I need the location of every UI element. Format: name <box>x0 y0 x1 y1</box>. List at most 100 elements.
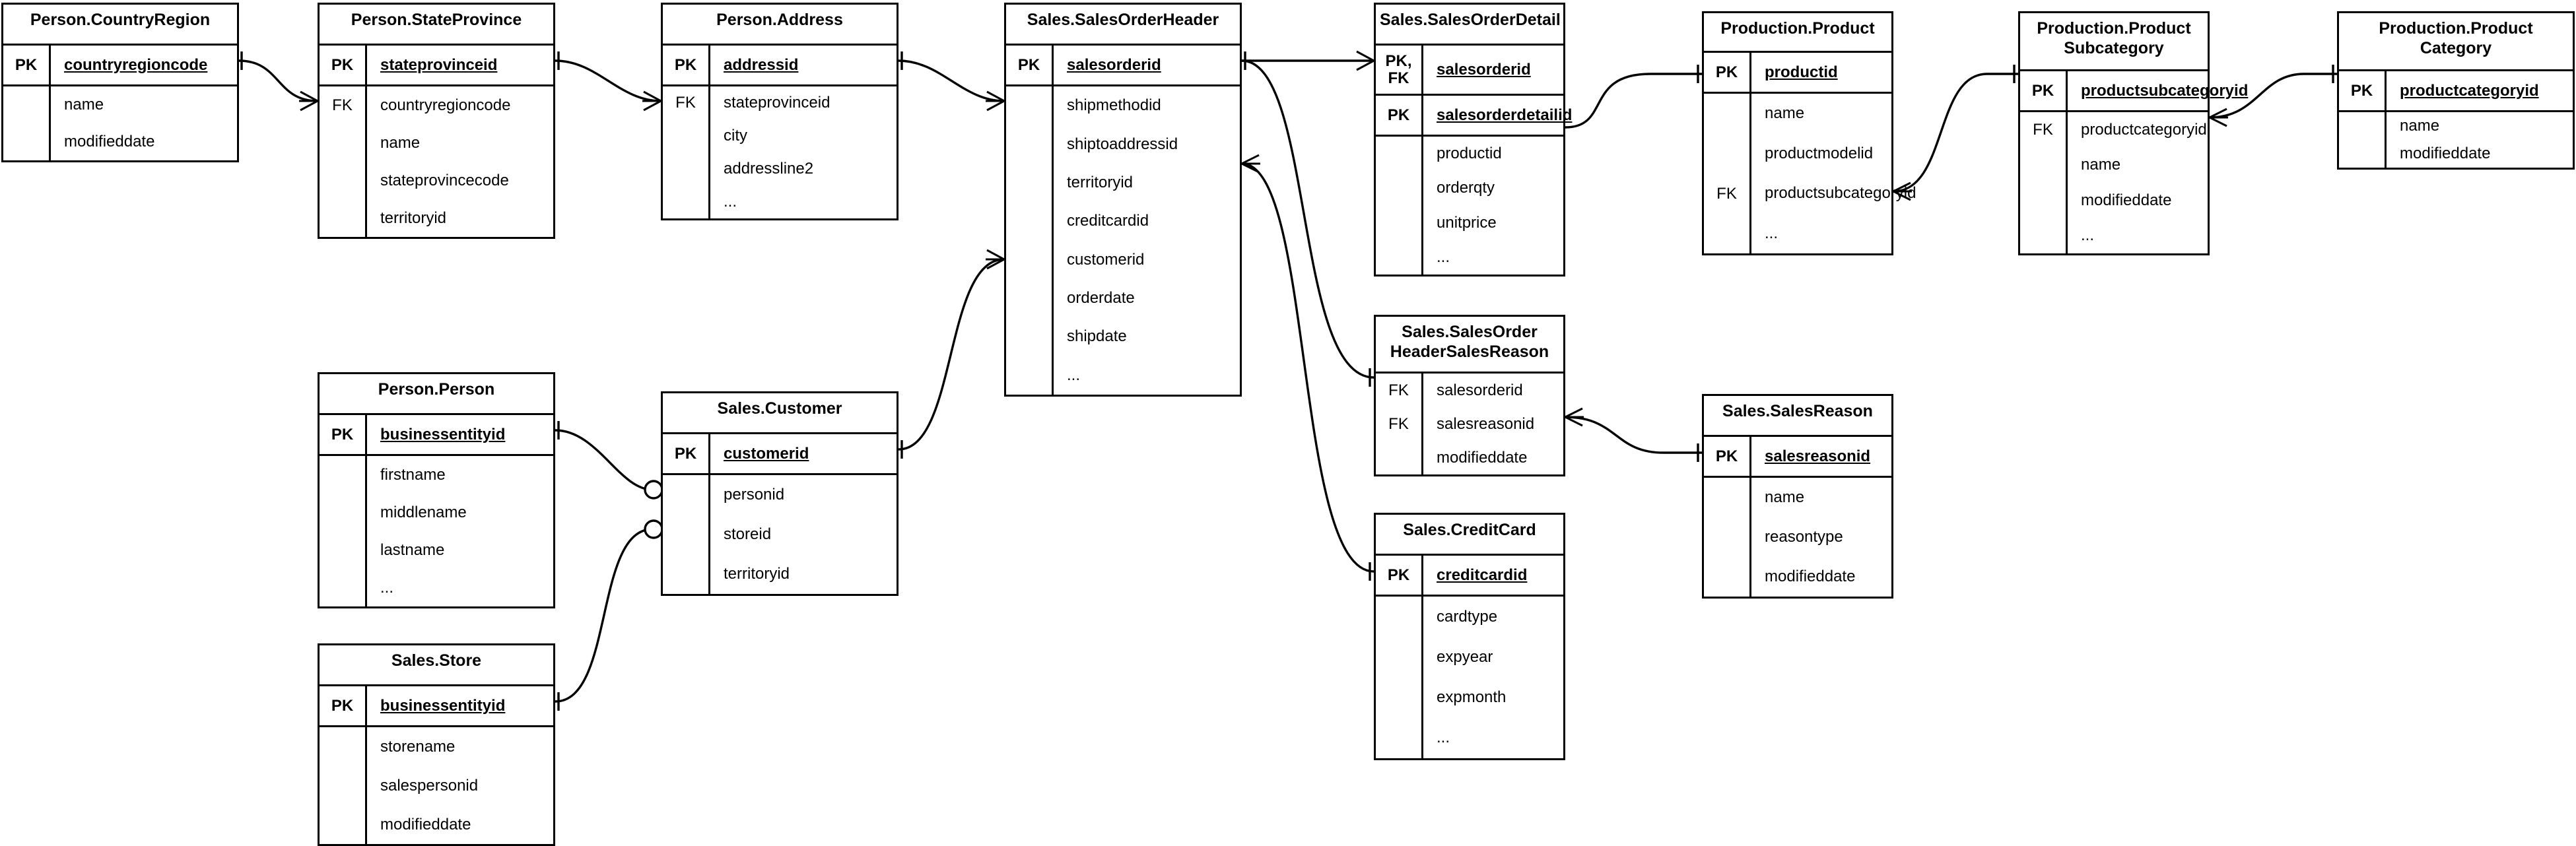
attribute-row[interactable]: productid <box>1376 137 1563 172</box>
attribute-row[interactable]: name <box>2020 147 2208 183</box>
attribute-row[interactable]: territoryid <box>320 199 553 237</box>
attribute-row[interactable]: unitprice <box>1376 205 1563 240</box>
attribute-row[interactable]: ... <box>1704 213 1891 253</box>
attribute-row[interactable]: reasontype <box>1704 517 1891 557</box>
crowfoot-many-salesorderdetail <box>1355 50 1374 71</box>
entity-title: Production.Product <box>1704 13 1891 53</box>
attribute-row[interactable]: orderdate <box>1006 278 1240 318</box>
attribute-row[interactable]: ... <box>663 185 897 218</box>
attribute-row[interactable]: territoryid <box>1006 163 1240 203</box>
attribute-row[interactable]: productmodelid <box>1704 133 1891 174</box>
attribute-row[interactable]: modifieddate <box>1376 441 1563 474</box>
attribute-row[interactable]: stateprovincecode <box>320 162 553 199</box>
attribute-row[interactable]: name <box>320 124 553 162</box>
attribute-row[interactable]: shipmethodid <box>1006 86 1240 125</box>
attribute-name: city <box>724 127 747 145</box>
attribute-name: name <box>2400 117 2440 135</box>
attribute-row[interactable]: salespersonid <box>320 766 553 805</box>
attribute-row[interactable]: shipdate <box>1006 317 1240 356</box>
attribute-row[interactable]: firstname <box>320 456 553 494</box>
attribute-row[interactable]: cardtype <box>1376 597 1563 637</box>
attribute-row[interactable]: ... <box>1376 240 1563 275</box>
attribute-row[interactable]: name <box>1704 94 1891 134</box>
attribute-row[interactable]: storeid <box>663 515 897 554</box>
attribute-row[interactable]: ... <box>1006 356 1240 395</box>
attribute-badge <box>320 531 367 569</box>
entity-title: Person.CountryRegion <box>3 5 237 46</box>
attribute-row[interactable]: name <box>1704 478 1891 517</box>
attribute-badge <box>1376 637 1423 678</box>
attribute-row[interactable]: city <box>663 119 897 152</box>
attribute-name: reasontype <box>1765 528 1843 546</box>
attribute-row[interactable]: modifieddate <box>320 805 553 844</box>
attribute-row[interactable]: name <box>3 86 237 123</box>
attribute-row[interactable]: personid <box>663 475 897 515</box>
attribute-row[interactable]: ... <box>320 569 553 606</box>
attribute-row[interactable]: modifieddate <box>1704 557 1891 597</box>
attribute-name: territoryid <box>1067 173 1134 191</box>
attribute-row[interactable]: shiptoaddressid <box>1006 125 1240 164</box>
attribute-row[interactable]: ... <box>1376 717 1563 758</box>
attribute-row[interactable]: expyear <box>1376 637 1563 678</box>
attribute-name: ... <box>1765 224 1779 242</box>
attribute-row[interactable]: middlename <box>320 494 553 531</box>
attribute-row[interactable]: modifieddate <box>3 123 237 160</box>
key-badge: PK <box>1704 53 1751 92</box>
attribute-row[interactable]: orderqty <box>1376 171 1563 206</box>
attribute-row[interactable]: addressline2 <box>663 152 897 185</box>
attribute-row[interactable]: modifieddate <box>2339 140 2573 168</box>
attribute-row[interactable]: creditcardid <box>1006 202 1240 241</box>
attribute-row[interactable]: expmonth <box>1376 677 1563 718</box>
attribute-row[interactable]: territoryid <box>663 554 897 594</box>
attribute-row[interactable]: customerid <box>1006 240 1240 279</box>
attribute-row[interactable]: lastname <box>320 531 553 569</box>
attribute-row[interactable]: ... <box>2020 218 2208 253</box>
attribute-row[interactable]: name <box>2339 112 2573 140</box>
entity-title: Production.Product Category <box>2339 13 2573 71</box>
attribute-row[interactable]: modifieddate <box>2020 183 2208 218</box>
edge-stateprovince-address <box>555 59 661 102</box>
attribute-badge: FK <box>320 86 367 124</box>
attribute-list: name reasontype modifieddate <box>1704 478 1891 597</box>
attribute-name: modifieddate <box>1437 448 1528 467</box>
edge-store-customer <box>555 528 653 703</box>
attribute-row[interactable]: storename <box>320 727 553 766</box>
